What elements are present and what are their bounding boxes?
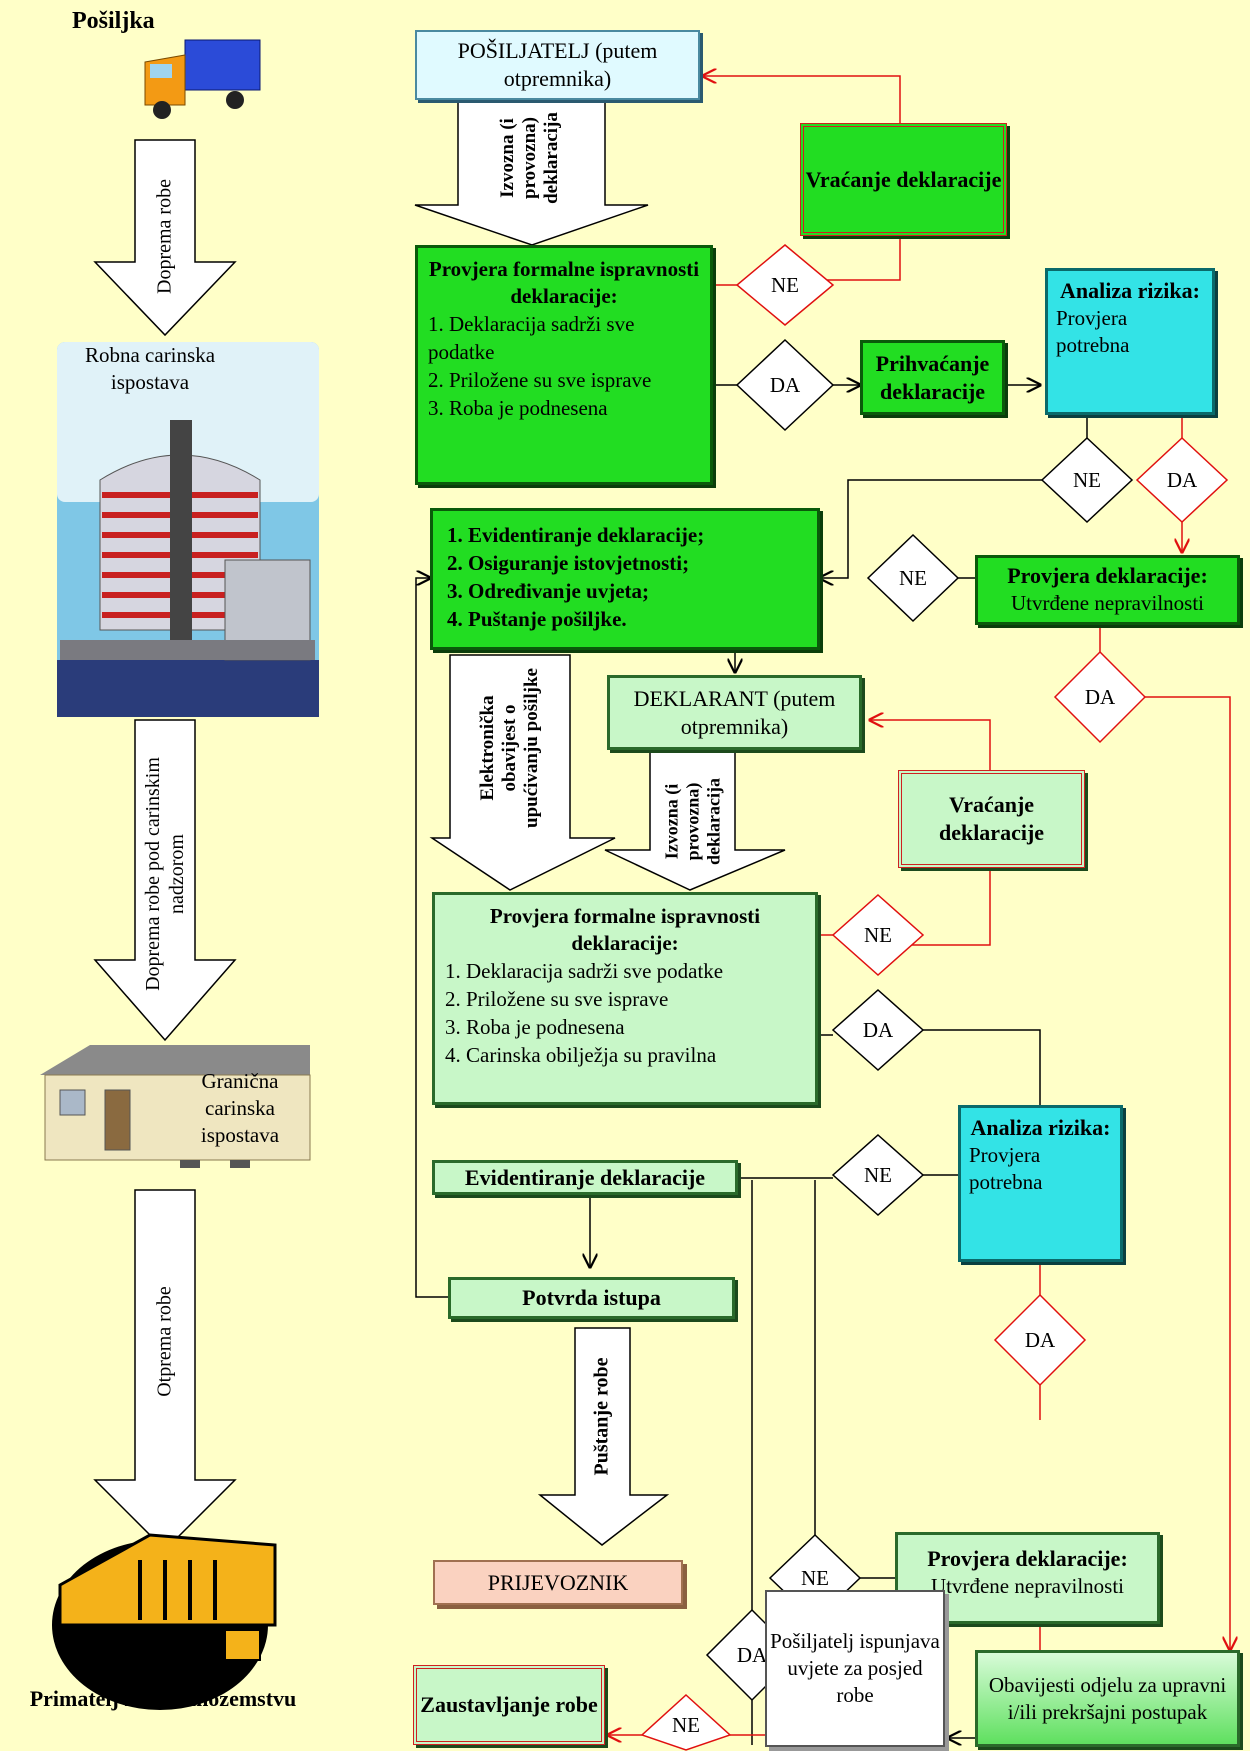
step-item: 3. Određivanje uvjeta; <box>447 579 650 603</box>
diamond-ne-top-label: NE <box>771 272 799 297</box>
arrow-doprema-nadzor <box>93 719 237 1042</box>
accept-box: Prihvaćanje deklaracije <box>860 340 1005 415</box>
sender-box: POŠILJATELJ (putem otpremnika) <box>415 30 700 100</box>
formal-check-bottom-item: 2. Priložene su sve isprave <box>445 987 669 1011</box>
diamond-ne-top <box>735 244 835 326</box>
step-item: 1. Evidentiranje deklaracije; <box>447 523 705 547</box>
formal-check-bottom-title: Provjera formalne ispravnosti deklaracij… <box>489 904 761 955</box>
arrow-otprema-label: Otprema robe <box>153 1286 176 1397</box>
shipment-title: Pošiljka <box>72 8 155 34</box>
formal-check-top: Provjera formalne ispravnosti deklaracij… <box>415 245 713 485</box>
diamond-ne-risk-top-label: NE <box>1073 467 1101 492</box>
formal-check-top-title: Provjera formalne ispravnosti deklaracij… <box>428 257 700 308</box>
truck-icon <box>144 39 261 119</box>
arrow-doprema-nadzor-label: Doprema robe pod carinskim nadzorom <box>142 757 188 991</box>
declarant-label: DEKLARANT (putem otpremnika) <box>633 685 836 739</box>
robna-ispostava-label: Robna carinska ispostava <box>84 343 216 394</box>
diamond-ne-stop <box>640 1693 732 1751</box>
diamond-ne-risk-bottom <box>831 1133 925 1217</box>
risk-top-sub: Provjera potrebna <box>1056 306 1130 357</box>
warehouse-icon <box>52 1533 277 1710</box>
diamond-ne-check-bottom-label: NE <box>801 1565 829 1590</box>
notify-label: Obavijesti odjelu za upravni i/ili prekr… <box>988 1672 1227 1724</box>
formal-check-top-item: 3. Roba je podnesena <box>428 396 608 420</box>
accept-label: Prihvaćanje deklaracije <box>875 350 990 404</box>
formal-check-bottom: Provjera formalne ispravnosti deklaracij… <box>432 892 818 1105</box>
diamond-da-top <box>735 338 835 432</box>
risk-bottom-title: Analiza rizika: <box>970 1115 1111 1140</box>
carrier-box: PRIJEVOZNIK <box>433 1560 683 1605</box>
granicna-ispostava-image <box>40 1045 311 1168</box>
arrow-izvozna-bottom <box>604 751 786 891</box>
formal-check-bottom-item: 3. Roba je podnesena <box>445 1015 625 1039</box>
check-decl-bottom-sub: Utvrđene nepravilnosti <box>930 1574 1125 1598</box>
diamond-ne-bottom-label: NE <box>864 922 892 947</box>
record-label: Evidentiranje deklaracije <box>464 1164 706 1190</box>
diamond-da-risk-top-label: DA <box>1166 467 1198 492</box>
risk-bottom-sub: Provjera potrebna <box>969 1143 1043 1194</box>
arrow-otprema <box>93 1189 237 1552</box>
check-decl-top: Provjera deklaracije: Utvrđene nepraviln… <box>975 555 1240 625</box>
arrow-elektronicka <box>429 654 616 891</box>
step-item: 4. Puštanje pošiljke. <box>447 607 627 631</box>
formal-check-top-item: 2. Priložene su sve isprave <box>428 368 652 392</box>
formal-check-top-item: 1. Deklaracija sadrži sve podatke <box>428 312 635 364</box>
check-decl-bottom: Provjera deklaracije: Utvrđene nepraviln… <box>895 1532 1160 1624</box>
diamond-ne-risk-top <box>1040 436 1134 524</box>
record-box: Evidentiranje deklaracije <box>432 1160 738 1195</box>
recipient-title: Primatelj robe u inozemstvu <box>29 1686 297 1711</box>
return-declaration-bottom-label: Vraćanje deklaracije <box>938 792 1045 845</box>
arrow-doprema <box>93 139 237 337</box>
diamond-da-sender-label: DA <box>736 1642 768 1667</box>
diamond-da-top-label: DA <box>769 372 801 397</box>
arrow-elektronicka-label: Elektronička obavijest o upućivanju poši… <box>477 668 542 828</box>
steps-box: 1. Evidentiranje deklaracije; 2. Osigura… <box>430 508 820 650</box>
stop-box: Zaustavljanje robe <box>413 1665 605 1745</box>
sender-check-label: Pošiljatelj ispunjava uvjete za posjed r… <box>770 1629 940 1707</box>
diamond-ne-check-top <box>866 533 960 623</box>
arrow-izvozna-top-label: Izvozna (i provozna) deklaracija <box>497 112 562 204</box>
diamond-ne-bottom <box>831 893 925 977</box>
notify-box: Obavijesti odjelu za upravni i/ili prekr… <box>975 1650 1240 1747</box>
check-decl-bottom-title: Provjera deklaracije: <box>927 1546 1128 1571</box>
arrow-doprema-label: Doprema robe <box>153 179 176 294</box>
arrow-pustanje <box>537 1327 670 1546</box>
robna-ispostava-image <box>57 342 319 717</box>
diamond-ne-stop-label: NE <box>672 1712 700 1737</box>
diamond-ne-check-top-label: NE <box>899 565 927 590</box>
diamond-da-risk-bottom-label: DA <box>1024 1327 1056 1352</box>
sender-check-box: Pošiljatelj ispunjava uvjete za posjed r… <box>765 1590 945 1747</box>
formal-check-bottom-item: 1. Deklaracija sadrži sve podatke <box>445 959 724 983</box>
step-item: 2. Osiguranje istovjetnosti; <box>447 551 690 575</box>
return-declaration-top-label: Vraćanje deklaracije <box>805 166 1002 192</box>
formal-check-bottom-item: 4. Carinska obilježja su pravilna <box>445 1043 717 1067</box>
check-decl-top-title: Provjera deklaracije: <box>1007 563 1208 588</box>
return-declaration-top: Vraćanje deklaracije <box>800 123 1007 236</box>
diamond-da-check-top-label: DA <box>1084 684 1116 709</box>
exit-label: Potvrda istupa <box>522 1285 661 1310</box>
diamond-da-bottom-label: DA <box>862 1017 894 1042</box>
return-declaration-bottom: Vraćanje deklaracije <box>898 770 1085 868</box>
diamond-da-check-top <box>1053 650 1147 744</box>
arrow-pustanje-label: Puštanje robe <box>590 1357 613 1476</box>
exit-box: Potvrda istupa <box>448 1277 735 1319</box>
stop-label: Zaustavljanje robe <box>420 1692 598 1717</box>
diamond-da-bottom <box>831 988 925 1072</box>
risk-box-bottom: Analiza rizika: Provjera potrebna <box>958 1105 1123 1262</box>
sender-label: POŠILJATELJ (putem otpremnika) <box>457 38 658 91</box>
carrier-label: PRIJEVOZNIK <box>487 1569 629 1595</box>
risk-top-title: Analiza rizika: <box>1060 278 1200 303</box>
granicna-ispostava-label: Granična carinska ispostava <box>200 1069 280 1147</box>
diamond-ne-risk-bottom-label: NE <box>864 1162 892 1187</box>
arrow-izvozna-bottom-label: Izvozna (i provozna) deklaracija <box>661 778 724 865</box>
arrow-izvozna-top <box>414 87 649 246</box>
risk-box-top: Analiza rizika: Provjera potrebna <box>1045 268 1215 415</box>
check-decl-top-sub: Utvrđene nepravilnosti <box>1010 591 1205 615</box>
declarant-box: DEKLARANT (putem otpremnika) <box>607 675 862 750</box>
